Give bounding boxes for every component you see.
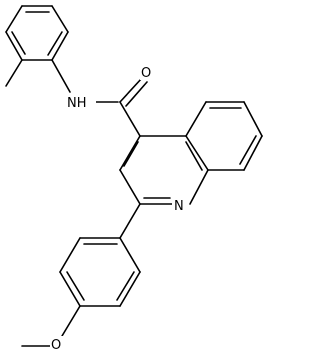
atom-label-nh: NH xyxy=(67,96,87,111)
double-bond xyxy=(123,141,139,167)
atom-label-o-methoxy: O xyxy=(51,338,61,353)
bond xyxy=(59,237,81,273)
bond xyxy=(59,271,81,307)
double-bond xyxy=(66,271,85,301)
bond xyxy=(119,271,141,307)
double-bond xyxy=(119,77,143,103)
double-bond xyxy=(185,141,203,171)
quinoline-benzo-ring xyxy=(185,101,263,171)
methyl-bond xyxy=(5,59,23,87)
double-bond xyxy=(239,135,257,165)
bond xyxy=(189,169,209,205)
bond xyxy=(119,101,141,137)
double-bond xyxy=(116,271,135,301)
bond xyxy=(5,31,23,61)
tolyl-ring xyxy=(5,5,69,61)
bond xyxy=(243,101,263,137)
bond xyxy=(119,135,141,171)
atom-o-carbonyl: O xyxy=(140,64,154,81)
quinoline-pyridine-ring xyxy=(119,135,209,205)
atom-nh: NH xyxy=(66,94,96,111)
atom-label-n: N xyxy=(174,199,184,214)
bond xyxy=(185,135,209,171)
bond xyxy=(185,101,207,137)
atom-n-quinoline: N xyxy=(172,197,188,214)
atom-label-o: O xyxy=(141,66,151,81)
bond xyxy=(5,5,23,33)
structure-diagram: O NH N O xyxy=(5,5,263,353)
bond xyxy=(61,305,81,337)
bond xyxy=(51,31,69,61)
bond xyxy=(119,203,141,239)
methoxyphenyl-ring xyxy=(59,237,141,307)
molecule-canvas: O NH N O xyxy=(5,5,263,353)
bond xyxy=(119,169,141,205)
bond xyxy=(51,5,69,33)
bond xyxy=(243,135,263,171)
double-bond xyxy=(11,31,26,55)
bond xyxy=(119,237,141,273)
bond xyxy=(51,59,71,93)
double-bond xyxy=(125,81,148,107)
double-bond xyxy=(47,31,63,56)
atom-o-methoxy: O xyxy=(50,336,64,353)
